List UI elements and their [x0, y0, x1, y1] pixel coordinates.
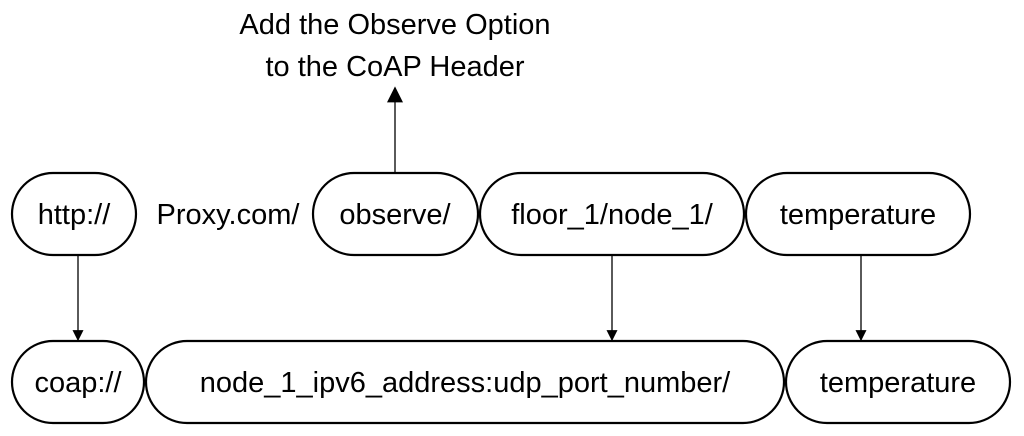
http-scheme-pill [10, 171, 138, 257]
coap-address-label: node_1_ipv6_address:udp_port_number/ [200, 367, 731, 399]
annotation-line-1: Add the Observe Option [239, 9, 550, 41]
annotation-line-2: to the CoAP Header [265, 51, 524, 83]
http-resource-label: temperature [780, 199, 936, 231]
path-pill [478, 171, 746, 257]
observe-pill [311, 171, 480, 257]
proxy-host-label: Proxy.com/ [157, 199, 301, 231]
coap-address-pill [144, 339, 786, 425]
coap-resource-pill [784, 339, 1012, 425]
coap-scheme-label: coap:// [34, 367, 122, 399]
http-scheme-label: http:// [38, 199, 111, 231]
observe-label: observe/ [339, 199, 451, 231]
coap-resource-label: temperature [820, 367, 976, 399]
path-label: floor_1/node_1/ [511, 199, 713, 231]
coap-scheme-pill [10, 339, 146, 425]
http-resource-pill [744, 171, 972, 257]
